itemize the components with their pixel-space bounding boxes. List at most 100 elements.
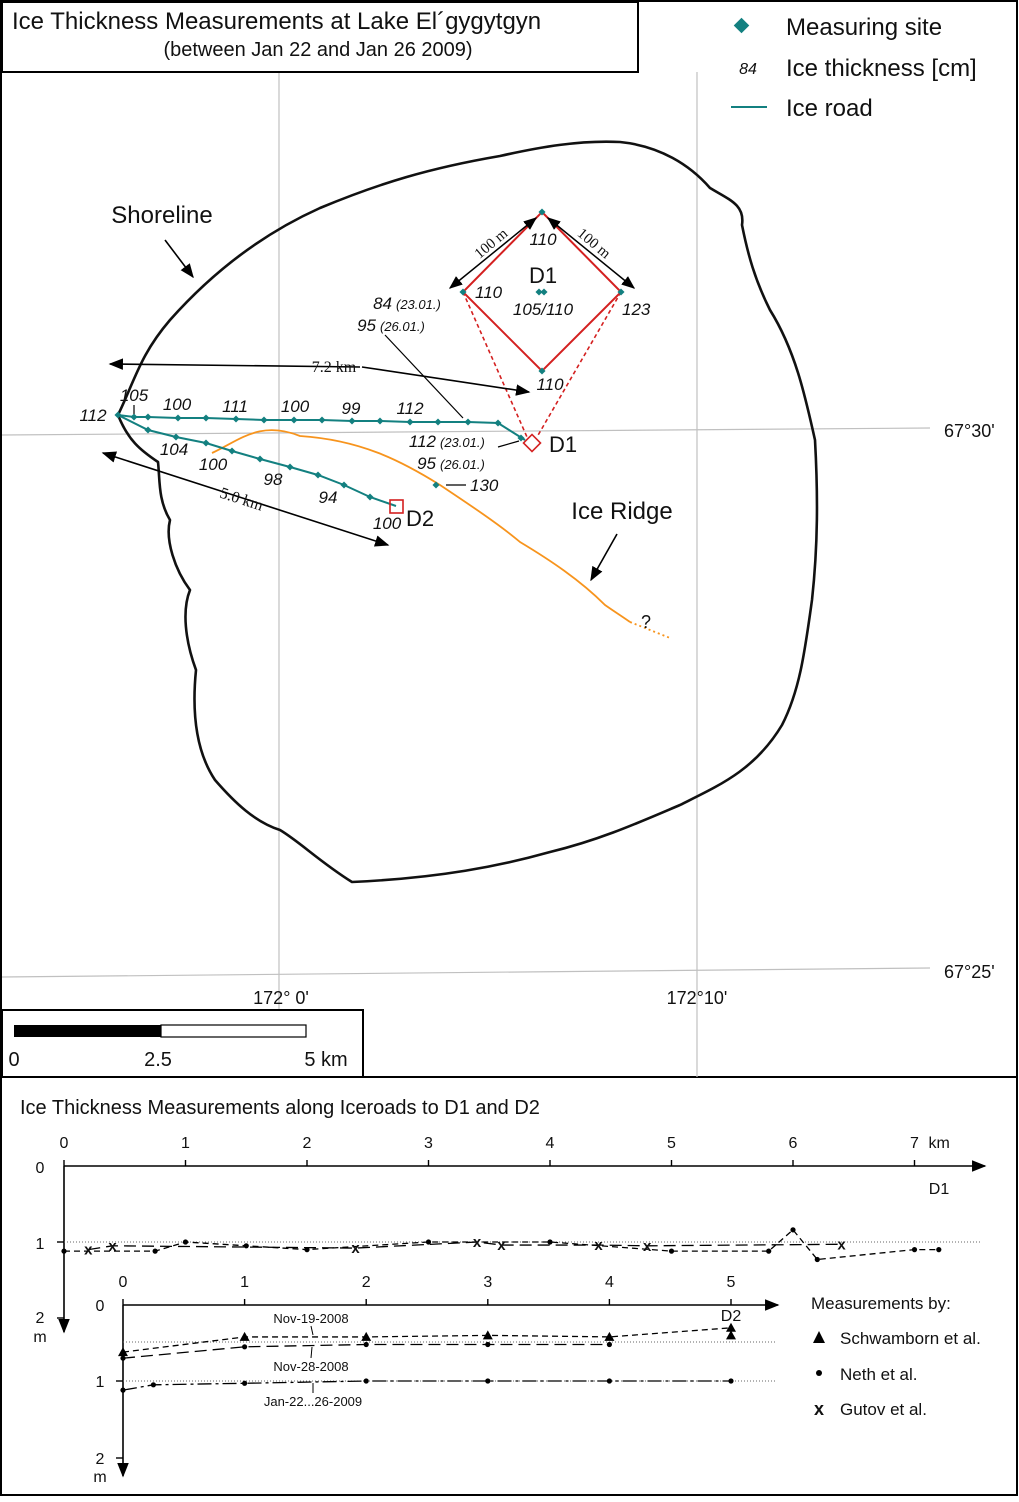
bottom-data-point-dot — [242, 1344, 248, 1350]
dist-arrow-72-right — [361, 366, 531, 396]
site-marker — [376, 417, 384, 425]
site-marker — [318, 416, 326, 424]
dist-label-50: 5.0 km — [218, 485, 266, 515]
top-data-point-x: x — [108, 1238, 117, 1255]
site-marker — [114, 411, 122, 419]
d1-map-label: D1 — [549, 432, 577, 457]
bottom-x-tick-label: 0 — [119, 1274, 128, 1291]
road-value-north: 99 — [342, 399, 361, 418]
inset-site-marker — [538, 208, 546, 216]
bottom-data-point-dot — [606, 1378, 613, 1384]
site-marker — [202, 414, 210, 422]
top-data-point-x: x — [594, 1237, 603, 1254]
bottom-y-label-m: m — [93, 1469, 106, 1486]
scale-label-2-5: 2.5 — [144, 1049, 172, 1071]
note-date: (26.01.) — [440, 457, 485, 472]
note-value: 112 — [409, 432, 437, 451]
bottom-y-label-2: 2 — [96, 1451, 105, 1468]
bottom-y-label-1: 1 — [96, 1374, 105, 1391]
dot-marker-icon — [816, 1370, 822, 1376]
top-y-label-0: 0 — [36, 1160, 45, 1177]
inset-d1-label: D1 — [529, 263, 557, 288]
d2-site-square — [389, 499, 404, 514]
site-marker — [174, 414, 182, 422]
site-marker — [232, 415, 240, 423]
site-marker — [340, 481, 348, 489]
bottom-series-line — [122, 1327, 732, 1353]
dist-label-72: 7.2 km — [312, 359, 357, 376]
site-marker — [144, 413, 152, 421]
map-legend: Measuring site 84 Ice thickness [cm] Ice… — [731, 14, 977, 122]
bottom-x-tick-label: 5 — [727, 1274, 736, 1291]
shoreline-arrow — [164, 239, 194, 279]
x-marker-icon: x — [814, 1399, 824, 1419]
legend-thickness-label: Ice thickness [cm] — [786, 55, 977, 82]
date-label-nov19: Nov-19-2008 — [273, 1311, 348, 1326]
inset-site-marker — [538, 367, 546, 375]
legend-site-marker — [733, 17, 750, 34]
top-d1-label: D1 — [929, 1181, 950, 1198]
top-data-point-dot — [304, 1247, 310, 1253]
road-value-north: 100 — [281, 397, 310, 416]
site-marker — [494, 419, 502, 427]
bottom-series-line — [122, 1380, 731, 1391]
ice-ridge-question: ? — [641, 612, 651, 632]
scale-segment-black — [14, 1025, 161, 1037]
top-data-point-dot — [936, 1247, 942, 1253]
ice-ridge-arrow — [590, 533, 618, 582]
inset-site-marker — [540, 288, 548, 296]
bottom-data-point-dot — [150, 1382, 156, 1388]
top-data-point-x: x — [473, 1234, 482, 1251]
inset-site-marker — [459, 288, 467, 296]
bottom-data-point-triangle — [726, 1322, 736, 1332]
top-y-label-2: 2 — [36, 1310, 45, 1327]
legend-thickness-sample: 84 — [739, 61, 757, 78]
site-marker — [144, 426, 152, 434]
note-leader-d1 — [497, 440, 520, 448]
site-marker — [432, 481, 440, 489]
top-x-tick-label: 1 — [181, 1135, 190, 1152]
legend-road-label: Ice road — [786, 95, 873, 122]
dim-arrow-right — [546, 217, 636, 289]
note-value: 95 — [357, 316, 376, 335]
date-leader — [310, 1325, 314, 1336]
top-x-tick-label: 2 — [303, 1135, 312, 1152]
note-date: (23.01.) — [396, 297, 441, 312]
road-value-north: 105 — [120, 386, 149, 405]
site-marker — [314, 471, 322, 479]
scale-label-5km: 5 km — [304, 1049, 347, 1071]
site-marker — [348, 417, 356, 425]
bottom-data-point-dot — [363, 1341, 369, 1348]
inset-value-bottom: 110 — [536, 375, 564, 394]
bottom-data-point-dot — [485, 1341, 491, 1348]
ice-ridge-uncertain — [629, 621, 671, 639]
top-data-point-x: x — [837, 1236, 846, 1253]
inset-value-right: 123 — [622, 300, 651, 319]
site-marker — [260, 416, 268, 424]
bottom-data-point-triangle — [604, 1331, 615, 1341]
dist-arrow-50 — [101, 451, 390, 547]
site-marker — [366, 493, 374, 501]
bottom-data-point-dot — [363, 1378, 369, 1384]
site-marker — [464, 418, 472, 426]
inset-value-center: 105/110 — [513, 300, 574, 319]
profile-legend-item: Gutov et al. — [840, 1400, 927, 1419]
top-data-point-dot — [243, 1243, 249, 1249]
top-x-tick-label: 6 — [789, 1135, 798, 1152]
legend-site-label: Measuring site — [786, 14, 942, 41]
dist-arrow-72-left — [108, 358, 361, 370]
profile-legend-item: Neth et al. — [840, 1365, 918, 1384]
note-date: (26.01.) — [380, 319, 425, 334]
bottom-data-point-triangle — [361, 1331, 372, 1341]
top-x-tick-label: 3 — [424, 1135, 433, 1152]
bottom-data-point-triangle — [482, 1330, 493, 1340]
d1-site-square — [522, 433, 542, 453]
bottom-x-tick-label: 3 — [483, 1274, 492, 1291]
road-value-south: 98 — [264, 470, 283, 489]
profile-legend-title: Measurements by: — [811, 1294, 951, 1313]
site-marker — [434, 418, 442, 426]
map-subtitle: (between Jan 22 and Jan 26 2009) — [163, 39, 472, 61]
bottom-data-point-triangle — [118, 1347, 128, 1357]
ice-ridge — [211, 429, 631, 623]
